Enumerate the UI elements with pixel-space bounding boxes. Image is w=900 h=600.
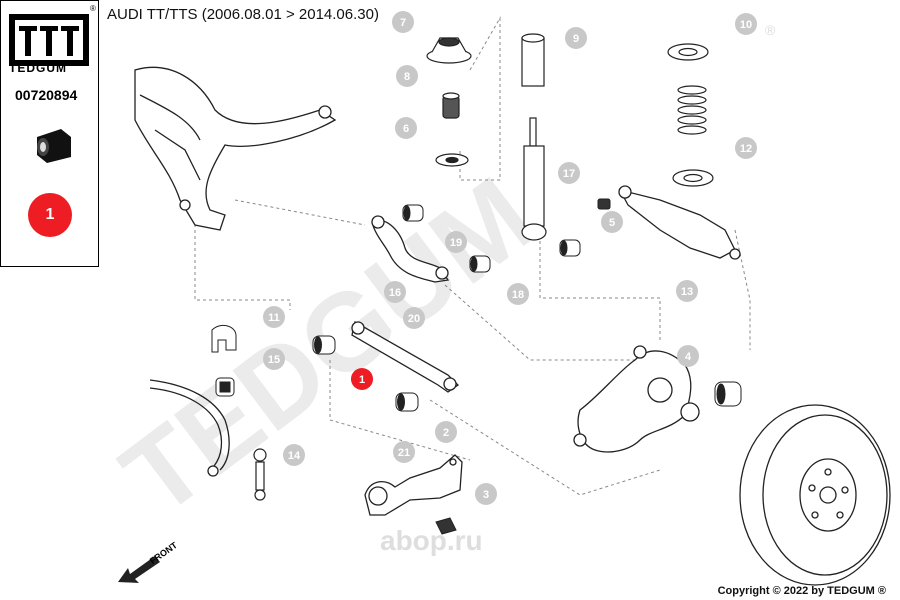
callout-12: 12 bbox=[735, 137, 757, 159]
callout-label: 6 bbox=[403, 123, 409, 135]
stabilizer-link bbox=[253, 448, 267, 501]
callout-label: 21 bbox=[398, 447, 410, 459]
callout-label: 14 bbox=[288, 450, 301, 462]
callout-16: 16 bbox=[384, 281, 406, 303]
callout-label: 4 bbox=[685, 351, 692, 363]
brand-name: TEDGUM bbox=[9, 61, 67, 75]
front-arrow-icon bbox=[118, 556, 160, 583]
bushing-19 bbox=[402, 204, 424, 222]
top-mount bbox=[426, 37, 472, 64]
callout-label: 11 bbox=[268, 312, 280, 324]
part-number: 00720894 bbox=[15, 87, 78, 103]
callout-17: 17 bbox=[558, 162, 580, 184]
callout-10: 10 bbox=[735, 13, 757, 35]
subframe bbox=[134, 66, 337, 231]
callout-7: 7 bbox=[392, 11, 414, 33]
callout-label: 3 bbox=[483, 489, 489, 501]
callout-1: 1 bbox=[351, 368, 373, 390]
callout-label: 2 bbox=[443, 427, 449, 439]
bump-stop bbox=[442, 92, 460, 119]
callout-19: 19 bbox=[445, 231, 467, 253]
watermark-small: abop.ru bbox=[380, 525, 483, 556]
wheel-carrier bbox=[573, 345, 700, 453]
bushing-3 bbox=[435, 517, 457, 535]
callout-6: 6 bbox=[395, 117, 417, 139]
callout-label: 1 bbox=[359, 374, 365, 386]
callout-label: 20 bbox=[408, 313, 420, 325]
bushing-thumbnail-icon bbox=[37, 129, 71, 163]
callout-3: 3 bbox=[475, 483, 497, 505]
callout-label: 9 bbox=[573, 33, 579, 45]
shock-absorber bbox=[521, 117, 547, 241]
stabilizer-bar bbox=[149, 379, 230, 477]
callout-2: 2 bbox=[435, 421, 457, 443]
leader-lines bbox=[194, 16, 751, 496]
lower-transverse-arm bbox=[351, 321, 460, 393]
highlight-badge: 1 bbox=[28, 193, 72, 237]
brake-drum bbox=[739, 404, 891, 586]
watermark-registered-mark: ® bbox=[765, 22, 776, 38]
upper-arm bbox=[371, 215, 450, 283]
callout-label: 7 bbox=[400, 17, 406, 29]
spring-seat-top bbox=[667, 43, 709, 61]
callout-label: 15 bbox=[268, 354, 280, 366]
registered-mark: ® bbox=[90, 4, 96, 13]
copyright-text: Copyright © 2022 by TEDGUM ® bbox=[717, 585, 886, 597]
callout-label: 17 bbox=[563, 168, 575, 180]
spring-seat-bottom bbox=[672, 169, 714, 187]
bushing-2 bbox=[395, 392, 419, 412]
bushing-17 bbox=[597, 198, 611, 210]
stabilizer-clamp bbox=[211, 324, 237, 353]
callout-label: 12 bbox=[740, 143, 752, 155]
callout-20: 20 bbox=[403, 307, 425, 329]
bushing-5 bbox=[559, 239, 581, 257]
coil-spring bbox=[677, 85, 707, 135]
bushing-1 bbox=[312, 335, 336, 355]
trailing-arm-bracket bbox=[364, 454, 463, 516]
callout-11: 11 bbox=[263, 306, 285, 328]
callout-18: 18 bbox=[507, 283, 529, 305]
callout-label: 10 bbox=[740, 19, 752, 31]
callout-9: 9 bbox=[565, 27, 587, 49]
washer bbox=[435, 153, 469, 167]
callout-13: 13 bbox=[676, 280, 698, 302]
stabilizer-bushing bbox=[215, 377, 235, 397]
callout-label: 16 bbox=[389, 287, 401, 299]
tedgum-logo bbox=[9, 14, 89, 66]
callout-label: 13 bbox=[681, 286, 693, 298]
callout-8: 8 bbox=[396, 65, 418, 87]
bushing-4 bbox=[714, 381, 742, 407]
callout-label: 19 bbox=[450, 237, 462, 249]
dust-boot bbox=[521, 33, 545, 87]
callout-5: 5 bbox=[601, 211, 623, 233]
spring-link-arm bbox=[618, 185, 741, 260]
callout-label: 5 bbox=[609, 217, 615, 229]
bushing-18 bbox=[469, 255, 491, 273]
callout-label: 8 bbox=[404, 71, 410, 83]
callout-label: 18 bbox=[512, 289, 524, 301]
part-info-panel: ® TEDGUM 00720894 1 bbox=[0, 0, 99, 267]
vehicle-title: AUDI TT/TTS (2006.08.01 > 2014.06.30) bbox=[107, 6, 379, 23]
callout-15: 15 bbox=[263, 348, 285, 370]
callout-14: 14 bbox=[283, 444, 305, 466]
callout-4: 4 bbox=[677, 345, 699, 367]
callout-21: 21 bbox=[393, 441, 415, 463]
